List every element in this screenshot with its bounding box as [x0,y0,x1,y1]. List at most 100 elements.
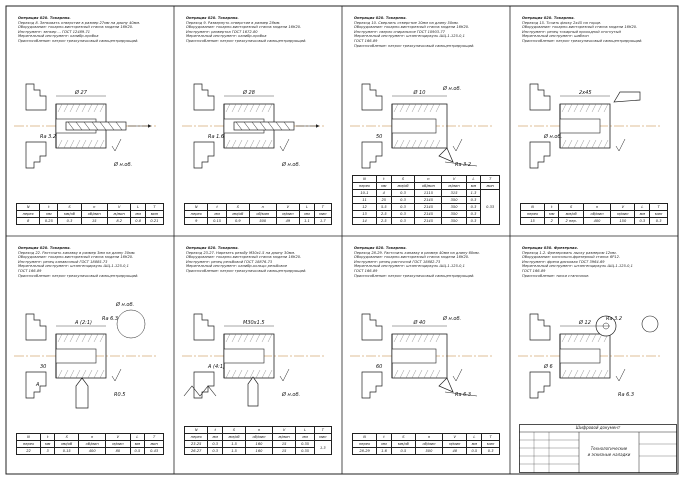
table-cell: 15 [271,447,297,455]
table-cell: 500 [414,447,444,455]
dimension-label: 60 [376,364,382,370]
table-total-cell: 0.33 [480,189,500,225]
operation-line: ГОСТ 166-89 [522,268,546,273]
table-cell: об/мин [80,210,108,218]
roughness-mark [111,368,122,382]
table-cell: n [78,433,107,441]
dimension-label: 30 [40,364,46,370]
dimension-label: А (4:1) [207,364,225,370]
operation-line: Инструмент: резец канавочный ГОСТ 18885-… [18,259,108,264]
dimension-label: М30х1.5 [243,320,265,326]
operation-line: Приспособление: патрон трехкулачковый са… [354,43,475,48]
operation-line: Инструмент: резец токарный проходной ото… [522,29,621,34]
table-cell: об/мин [78,440,107,448]
table-cell: 0.3 [465,196,482,204]
chuck-jaws [193,313,215,399]
operation-line: Мерительный инструмент: штангенциркуль Ш… [354,264,465,269]
operation-line: Мерительный инструмент: штангенциркуль Ш… [354,34,465,39]
cutting-tool [233,121,320,131]
table-cell: L [129,433,146,441]
table-cell: n [80,203,108,211]
operation-title: Операция 020. Токарная. [18,246,71,250]
chuck-jaws [25,313,47,399]
cutting-tool [75,309,146,409]
table-cell: мин [144,210,165,218]
table-cell: L [130,203,146,211]
table-cell: 0.25 [39,217,59,225]
operation-description: Операция 020. Токарная.Переход 9. Развер… [186,16,342,44]
dimension-label: Ø 40 [413,319,426,326]
operation-line: Переход 10. Сверлить отверстие 10мм на д… [354,20,459,25]
chuck-jaws [361,83,383,169]
table-cell: 23-25 [183,440,209,448]
table-cell: перех [183,433,209,441]
table-cell: N [352,175,377,183]
table-cell: V [105,433,131,441]
title-block-header: Шифровой документ [575,425,621,430]
table-cell: L [295,426,315,434]
dimension-label: Ra 6.3 [102,316,118,322]
table-cell: 14 [352,217,377,225]
chuck-jaws [25,83,47,169]
dimension-label: Ø н.об. [281,391,300,398]
dimension-label: Ø н.об. [115,301,134,308]
cutting-tool [438,377,478,397]
operation-title: Операция 030. Фрезерная. [522,246,579,250]
operation-sheet-2: Операция 020. Токарная.Переход 9. Развер… [174,6,342,236]
table-total-cell: 1.3 [313,440,333,455]
table-cell: 0.43 [144,447,164,455]
table-cell: 160 [245,447,273,455]
cutting-tool [438,147,478,167]
table-cell: T [649,203,668,211]
table-cell: перех [352,182,377,190]
table-cell: об/мин [414,182,443,190]
table-cell: n [582,203,612,211]
operation-line: Переход 1-2. Фрезеровать лыску размером … [522,250,617,255]
table-cell: 15 [519,217,546,225]
table-cell: 0.3 [207,440,223,448]
table-cell: мм/об [390,182,416,190]
table-cell: 0.15 [207,217,227,225]
table-cell: 350 [441,217,467,225]
table-cell: мм [376,440,392,448]
table-cell: 500 [249,217,277,225]
drawing-name-line1: Технологические [590,446,628,451]
table-cell: мм [466,440,483,448]
operation-description: Операция 020. Токарная.Переход 23-27. На… [186,246,342,274]
table-cell: 28-29 [351,447,378,455]
table-cell: 0.35 [295,440,315,448]
table-cell: 48 [442,447,468,455]
operation-line: Оборудование: консольно-фрезерный станок… [522,255,620,260]
operation-sheet-7: Операция 020. Токарная.Переход 28-29. Ра… [342,236,510,466]
table-cell: V [275,203,301,211]
dimension-label: Ø н.об. [442,315,461,322]
table-cell: 0.3 [390,217,416,225]
table-cell: n [249,203,277,211]
operation-line: ГОСТ 166-89 [18,268,42,273]
operation-title: Операция 020. Токарная. [354,16,407,20]
table-cell: 10-1 [352,189,377,197]
table-cell: 15 [271,440,297,448]
table-cell: 2 [544,217,560,225]
dimension-label: А (2:1) [74,320,92,326]
table-cell: 0.3 [634,217,651,225]
operation-line: Приспособление: патрон трехкулачковый са… [18,273,139,278]
table-cell: перех [15,210,41,218]
table-cell: мм [207,433,223,441]
table-cell: перех [183,210,209,218]
table-cell: 25 [375,196,392,204]
operation-line: Оборудование: токарно-винторезный станок… [522,25,638,30]
